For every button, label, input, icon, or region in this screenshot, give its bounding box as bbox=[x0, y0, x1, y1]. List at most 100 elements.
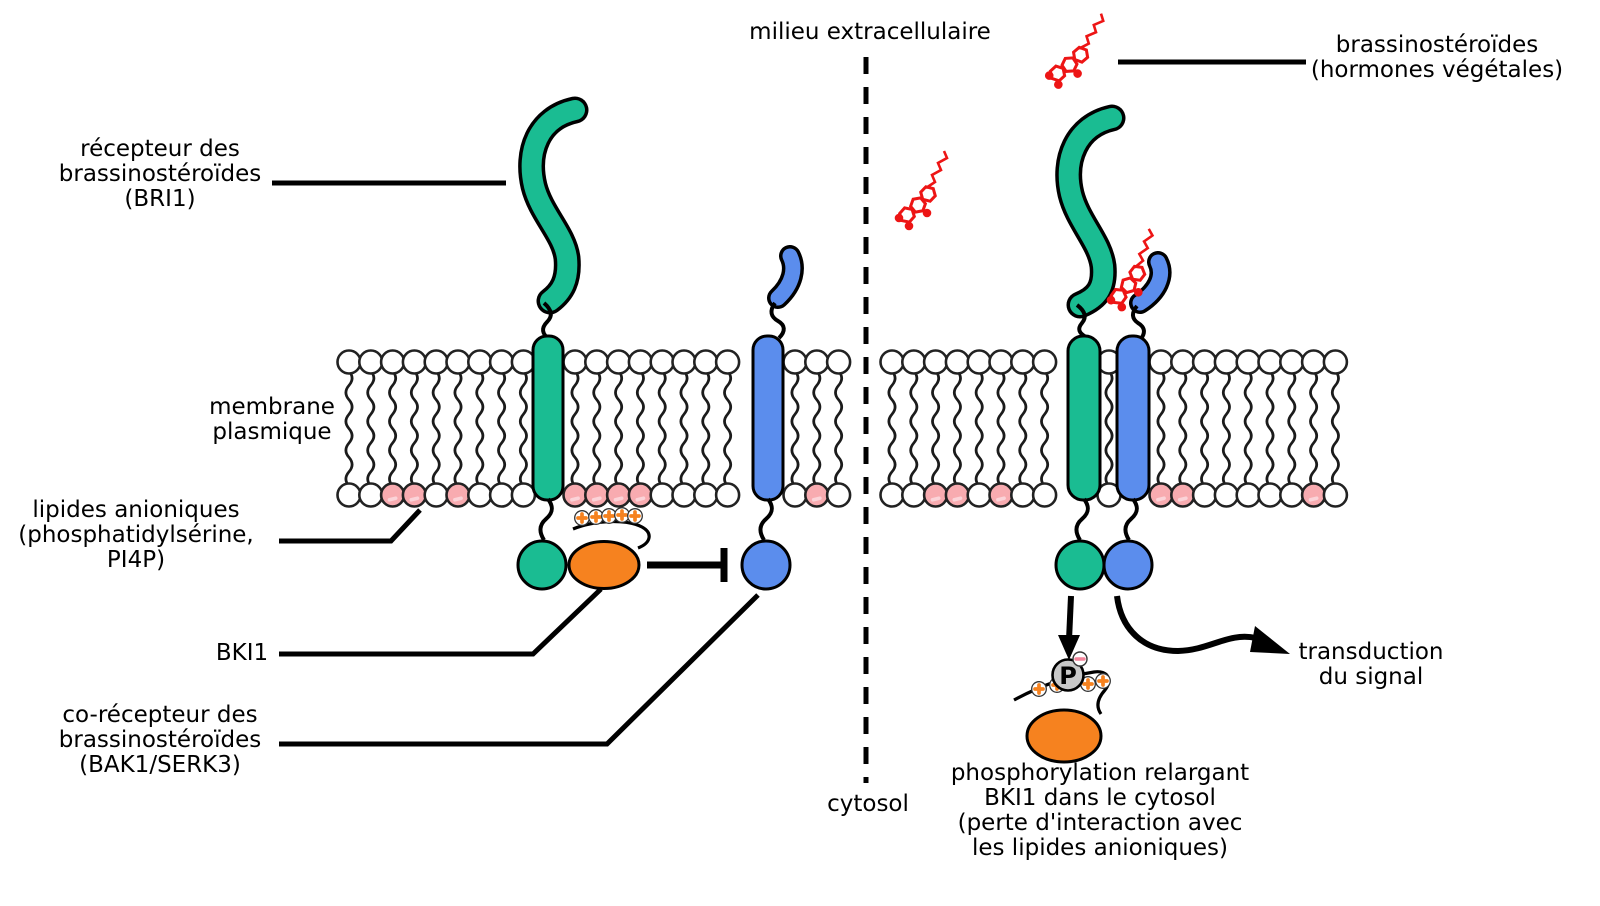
minus-charge bbox=[570, 496, 580, 502]
bak1-transmembrane-domain bbox=[751, 334, 785, 502]
anionic-lipid-head bbox=[379, 482, 406, 508]
anionic-lipid-head bbox=[583, 482, 610, 508]
anionic-lipid-head bbox=[944, 482, 971, 508]
lipid-tail bbox=[1243, 370, 1253, 488]
lipid-head bbox=[510, 482, 537, 508]
label-membrane: membrane plasmique bbox=[209, 394, 335, 445]
minus-charge bbox=[635, 496, 646, 502]
arrow-head bbox=[1058, 635, 1080, 660]
bak1-linker-top bbox=[1131, 304, 1146, 342]
lipid-head bbox=[1031, 349, 1058, 375]
lipid-tail bbox=[614, 370, 624, 488]
lipid-tail bbox=[1330, 370, 1340, 488]
anionic-lipid-head bbox=[605, 482, 632, 508]
lipid-tail bbox=[497, 370, 507, 488]
plus-glyph bbox=[576, 512, 588, 524]
signal-transduction-arrow bbox=[1114, 595, 1290, 655]
lipid-tail bbox=[996, 370, 1006, 488]
lipid-head bbox=[714, 349, 741, 375]
lipid-tail bbox=[1104, 370, 1114, 488]
lipid-tail bbox=[592, 370, 602, 488]
minus-charge bbox=[453, 496, 463, 502]
lipid-head bbox=[423, 482, 450, 508]
bak1-coreceptor-active bbox=[1102, 251, 1172, 591]
plus-glyph bbox=[590, 511, 602, 523]
lipid-head bbox=[900, 482, 927, 508]
bri1-receptor-active bbox=[1054, 104, 1126, 591]
lipid-tail bbox=[1265, 370, 1275, 488]
lipid-head bbox=[1322, 349, 1349, 375]
minus-charge bbox=[1156, 496, 1166, 502]
lipid-head bbox=[1031, 482, 1058, 508]
lipid-tail bbox=[887, 370, 897, 488]
lipid-head bbox=[692, 349, 719, 375]
anionic-lipid-head bbox=[562, 482, 588, 508]
lipid-tail bbox=[366, 370, 376, 488]
anionic-lipid-head bbox=[922, 482, 949, 508]
bri1-linker-bottom bbox=[1074, 497, 1090, 542]
lipid-head bbox=[401, 349, 428, 375]
plasma-membrane bbox=[336, 349, 1349, 508]
phosphate-letter: P bbox=[1059, 662, 1077, 690]
lipid-head bbox=[1279, 349, 1305, 375]
bak1-kinase-domain bbox=[1102, 539, 1154, 591]
lipid-tail bbox=[909, 370, 919, 488]
lipid-head bbox=[1148, 349, 1174, 375]
charge-badges bbox=[574, 507, 1111, 697]
lipid-tail bbox=[388, 370, 398, 488]
bri1-transmembrane-domain bbox=[1066, 334, 1102, 502]
lipid-tail bbox=[1287, 370, 1297, 488]
lipid-tail bbox=[974, 370, 984, 488]
minus-charge bbox=[1308, 496, 1319, 502]
label-cytosol: cytosol bbox=[827, 791, 909, 817]
label-phosphorylation: phosphorylation relargant BKI1 dans le c… bbox=[950, 760, 1250, 861]
lipid-tail bbox=[834, 370, 844, 488]
label-transduction: transduction du signal bbox=[1298, 639, 1444, 690]
lipid-head bbox=[966, 482, 993, 508]
minus-charge bbox=[613, 496, 624, 502]
lipid-head bbox=[649, 482, 676, 508]
lipid-head bbox=[1235, 349, 1261, 375]
lipid-tail bbox=[344, 370, 354, 488]
lipid-head bbox=[966, 349, 993, 375]
lipid-tail bbox=[1040, 370, 1050, 488]
coreceptor-label-line bbox=[279, 593, 760, 747]
label-coreceptor: co-récepteur des brassinostéroïdes (BAK1… bbox=[58, 702, 262, 778]
lipid-head bbox=[336, 349, 362, 375]
phosphorylation-arrow bbox=[1058, 595, 1080, 660]
minus-charge bbox=[996, 496, 1006, 502]
label-pointer-lines bbox=[272, 59, 1306, 747]
lipid-tail bbox=[431, 370, 441, 488]
lipid-head bbox=[1300, 349, 1327, 375]
lipid-head bbox=[782, 349, 808, 375]
lipid-tail bbox=[518, 370, 528, 488]
bak1-ectodomain bbox=[1132, 254, 1168, 311]
lipid-tail bbox=[952, 370, 962, 488]
lipid-head bbox=[466, 482, 493, 508]
bri1-kinase-domain bbox=[516, 539, 568, 591]
lipid-head bbox=[1279, 482, 1305, 508]
phosphate-circle bbox=[1051, 658, 1085, 692]
label-anionic-lipids: lipides anioniques (phosphatidylsérine, … bbox=[18, 497, 254, 573]
label-extracellular-text: milieu extracellulaire bbox=[749, 19, 991, 45]
anionic-lipid-head bbox=[1300, 482, 1327, 508]
label-bri1-receptor: récepteur des brassinostéroïdes (BRI1) bbox=[58, 136, 262, 212]
lipid-head bbox=[879, 349, 905, 375]
lipid-head bbox=[583, 349, 610, 375]
bri1-transmembrane-domain bbox=[531, 334, 565, 502]
anionic-lipid-label-line bbox=[279, 508, 422, 544]
anionic-lipid-head bbox=[803, 482, 830, 508]
lipid-head bbox=[1257, 482, 1283, 508]
brassinosteroid-free-top bbox=[1042, 7, 1106, 95]
lipid-head bbox=[379, 349, 406, 375]
lipid-head bbox=[1009, 349, 1036, 375]
lipid-head bbox=[627, 349, 654, 375]
lipid-head bbox=[1213, 349, 1240, 375]
lipid-head bbox=[1170, 349, 1196, 375]
minus-charge bbox=[1177, 496, 1188, 502]
lipid-head bbox=[445, 349, 471, 375]
bak1-linker-top bbox=[769, 301, 786, 340]
label-extracellular: milieu extracellulaire bbox=[749, 20, 991, 45]
anionic-lipid-head bbox=[1148, 482, 1174, 508]
